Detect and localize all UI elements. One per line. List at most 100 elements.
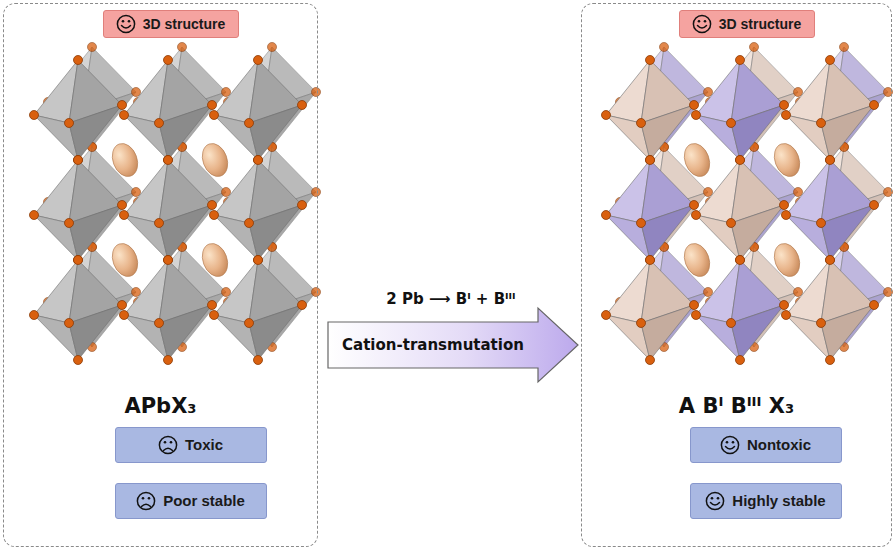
halide-atom xyxy=(210,211,219,220)
octahedron-face xyxy=(821,305,874,360)
halide-atom xyxy=(65,319,74,328)
halide-atom xyxy=(298,301,307,310)
halide-atom xyxy=(155,319,164,328)
halide-atom xyxy=(210,111,219,120)
halide-atom xyxy=(132,88,141,97)
a-site-cation xyxy=(198,140,232,180)
octahedron-face xyxy=(34,215,78,260)
halide-atom xyxy=(782,111,791,120)
halide-atom xyxy=(692,311,701,320)
octahedron-face xyxy=(159,205,212,260)
octahedron-face xyxy=(786,315,830,360)
halide-atom xyxy=(727,319,736,328)
halide-atom xyxy=(118,201,127,210)
a-site-cation xyxy=(198,240,232,280)
halide-atom xyxy=(254,256,263,265)
octahedron-face xyxy=(731,205,784,260)
octahedron-face xyxy=(159,305,212,360)
halide-atom xyxy=(826,256,835,265)
a-site-cation xyxy=(770,240,804,280)
halide-atom xyxy=(794,188,803,197)
halide-atom xyxy=(120,311,129,320)
a-site-cation xyxy=(108,240,142,280)
halide-atom xyxy=(254,256,263,265)
halide-atom xyxy=(155,219,164,228)
halide-atom xyxy=(817,319,826,328)
chemical-formula: A Bᴵ Bᴵᴵᴵ X₃ xyxy=(582,394,891,418)
halide-atom xyxy=(727,119,736,128)
halide-atom xyxy=(660,43,669,52)
halide-atom xyxy=(794,88,803,97)
halide-atom xyxy=(30,111,39,120)
halide-atom xyxy=(164,356,173,365)
halide-atom xyxy=(222,288,231,297)
halide-atom xyxy=(88,43,97,52)
halide-atom xyxy=(826,356,835,365)
halide-atom xyxy=(74,156,83,165)
sad-face-icon xyxy=(158,435,178,455)
halide-atom xyxy=(210,311,219,320)
halide-atom xyxy=(118,101,127,110)
halide-atom xyxy=(268,43,277,52)
halide-atom xyxy=(208,301,217,310)
halide-atom xyxy=(736,56,745,65)
halide-atom xyxy=(208,101,217,110)
halide-atom xyxy=(637,219,646,228)
halide-atom xyxy=(794,288,803,297)
block-arrow xyxy=(328,308,578,382)
octahedron-face xyxy=(214,115,258,160)
halide-atom xyxy=(245,219,254,228)
halide-atom xyxy=(298,101,307,110)
octahedron-face xyxy=(696,115,740,160)
halide-atom xyxy=(164,156,173,165)
halide-atom xyxy=(30,311,39,320)
halide-atom xyxy=(646,156,655,165)
halide-atom xyxy=(840,43,849,52)
halide-atom xyxy=(736,156,745,165)
halide-atom xyxy=(74,256,83,265)
halide-atom xyxy=(736,356,745,365)
halide-atom xyxy=(254,156,263,165)
halide-atom xyxy=(826,56,835,65)
halide-atom xyxy=(826,156,835,165)
halide-atom xyxy=(74,256,83,265)
halide-atom xyxy=(164,56,173,65)
octahedron-face xyxy=(69,105,122,160)
octahedra-lattice xyxy=(30,43,321,365)
halide-atom xyxy=(646,356,655,365)
halide-atom xyxy=(245,319,254,328)
halide-atom xyxy=(826,256,835,265)
halide-atom xyxy=(178,43,187,52)
smiley-icon xyxy=(720,435,740,455)
octahedron-face xyxy=(606,115,650,160)
halide-atom xyxy=(65,119,74,128)
halide-atom xyxy=(120,111,129,120)
halide-atom xyxy=(692,211,701,220)
octahedron-face xyxy=(214,315,258,360)
halide-atom xyxy=(312,188,321,197)
tag-text: Nontoxic xyxy=(747,436,811,453)
octahedron-face xyxy=(124,215,168,260)
tag-text: Highly stable xyxy=(732,492,825,509)
halide-atom xyxy=(782,211,791,220)
material-panel: APbX₃3D structureToxicPoor stable xyxy=(3,3,318,547)
property-tag: Highly stable xyxy=(690,483,842,519)
halide-atom xyxy=(222,88,231,97)
octahedron-face xyxy=(821,205,874,260)
halide-atom xyxy=(74,156,83,165)
octahedron-face xyxy=(786,215,830,260)
halide-atom xyxy=(826,156,835,165)
tag-text: 3D structure xyxy=(143,16,225,32)
halide-atom xyxy=(736,256,745,265)
halide-atom xyxy=(208,201,217,210)
material-panel: A Bᴵ Bᴵᴵᴵ X₃ 3D structureNontoxicHighly s… xyxy=(581,3,892,547)
octahedra-lattice xyxy=(602,43,893,365)
halide-atom xyxy=(646,256,655,265)
octahedron-face xyxy=(34,315,78,360)
tag-text: 3D structure xyxy=(719,16,801,32)
octahedron-face xyxy=(696,315,740,360)
halide-atom xyxy=(120,211,129,220)
halide-atom xyxy=(602,111,611,120)
